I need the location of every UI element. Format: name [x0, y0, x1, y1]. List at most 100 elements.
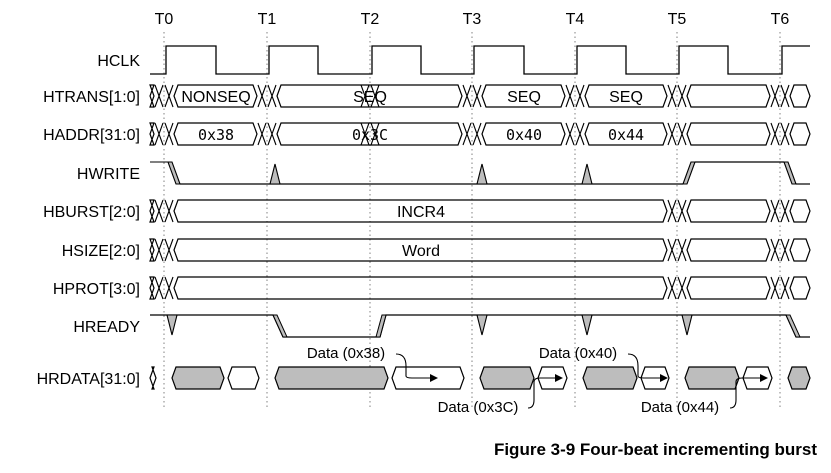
hsize-value: Word [402, 243, 440, 260]
hwrite-marker [269, 163, 281, 185]
hrdata-segment [391, 366, 465, 390]
hready-marker [166, 314, 178, 336]
haddr-value: 0x44 [608, 126, 644, 144]
data-annotations: Data (0x38) Data (0x3C) Data (0x40) Data (0… [307, 345, 768, 416]
signal-label-hclk: HCLK [97, 53, 140, 70]
bus-transition-marker [360, 122, 380, 146]
signal-label-htrans: HTRANS[1:0] [43, 89, 140, 106]
bus-transition-marker [770, 199, 790, 223]
bus-transition-marker [462, 84, 482, 108]
haddr-segment [276, 122, 463, 146]
data-arrowhead [660, 374, 668, 382]
hrdata-segment [274, 366, 389, 390]
hburst-segment [149, 199, 155, 223]
data-arrowhead [760, 374, 768, 382]
htrans-value: SEQ [353, 89, 387, 106]
haddr-segment [584, 122, 668, 146]
hrdata-segment [171, 366, 225, 390]
haddr-segment [789, 122, 811, 146]
clock-edge-label-t4: T4 [566, 11, 585, 28]
signal-label-hwrite: HWRITE [77, 166, 140, 183]
signal-label-hprot: HPROT[3:0] [53, 281, 140, 298]
hprot-segment [149, 276, 155, 300]
htrans-segment [173, 84, 258, 108]
bus-transition-marker [257, 122, 277, 146]
htrans-value: NONSEQ [181, 89, 250, 106]
hburst-segment [789, 199, 811, 223]
haddr-segment [481, 122, 566, 146]
hprot-segment [686, 276, 771, 300]
clock-edge-label-t1: T1 [258, 11, 277, 28]
htrans-value: SEQ [507, 89, 541, 106]
hprot-segment [173, 276, 668, 300]
data-arrow [527, 377, 555, 409]
signal-labels: HCLK HTRANS[1:0] HADDR[31:0] HWRITE HBURST[2… [37, 53, 141, 388]
hrdata-segment [742, 366, 773, 390]
data-label: Data (0x38) [307, 345, 385, 362]
signal-label-hsize: HSIZE[2:0] [62, 243, 140, 260]
bus-transition-marker [770, 276, 790, 300]
bus-transition-marker [565, 122, 585, 146]
hready-marker [681, 314, 693, 336]
signal-label-hburst: HBURST[2:0] [43, 204, 140, 221]
bus-transition-marker [770, 238, 790, 262]
hrdata-segment [582, 366, 638, 390]
bus-transition-marker [667, 238, 687, 262]
data-arrow [627, 353, 660, 379]
data-arrowhead [430, 374, 438, 382]
hwrite-marker [581, 163, 593, 185]
clock-edge-label-t0: T0 [155, 11, 174, 28]
bus-transition-marker [257, 84, 277, 108]
signal-label-hready: HREADY [73, 319, 140, 336]
hready-transition [785, 314, 801, 338]
bus-transition-marker [154, 276, 174, 300]
htrans-segment [789, 84, 811, 108]
data-label: Data (0x44) [641, 399, 719, 416]
data-label: Data (0x40) [539, 345, 617, 362]
clock-edge-gridlines [163, 32, 781, 410]
waveforms [149, 45, 811, 390]
bus-transition-marker [770, 84, 790, 108]
hburst-segment [173, 199, 668, 223]
hprot-segment [789, 276, 811, 300]
bus-transition-marker [667, 122, 687, 146]
bus-transition-marker [770, 122, 790, 146]
hready-transition [375, 314, 387, 338]
hburst-value: INCR4 [397, 204, 445, 221]
hrdata-segment [640, 366, 670, 390]
hclk-waveform [150, 45, 810, 75]
signal-label-haddr: HADDR[31:0] [43, 127, 140, 144]
haddr-segment [149, 122, 155, 146]
bus-transition-marker [667, 276, 687, 300]
hready-marker [581, 314, 593, 336]
bus-transition-marker [154, 84, 174, 108]
bus-transition-marker [154, 238, 174, 262]
htrans-value: SEQ [609, 89, 643, 106]
data-arrow [395, 353, 430, 379]
hwrite-marker [476, 163, 488, 185]
haddr-segment [686, 122, 771, 146]
clock-edge-label-t2: T2 [361, 11, 380, 28]
htrans-segment [276, 84, 463, 108]
bus-transition-marker [462, 122, 482, 146]
hrdata-segment [787, 366, 811, 390]
haddr-value: 0x40 [506, 126, 542, 144]
bus-transition-marker [154, 122, 174, 146]
htrans-segment [481, 84, 566, 108]
hready-marker [476, 314, 488, 336]
data-label: Data (0x3C) [438, 399, 519, 416]
figure-caption: Figure 3-9 Four-beat incrementing burst [493, 440, 817, 459]
hready-transition [272, 314, 288, 338]
clock-edge-label-t5: T5 [668, 11, 687, 28]
hsize-segment [789, 238, 811, 262]
bus-transition-marker [360, 84, 380, 108]
htrans-segment [686, 84, 771, 108]
data-arrow [729, 377, 760, 409]
hwrite-transition [783, 161, 797, 185]
hrdata-segment [227, 366, 260, 390]
hrdata-segment [479, 366, 535, 390]
hburst-segment [686, 199, 771, 223]
